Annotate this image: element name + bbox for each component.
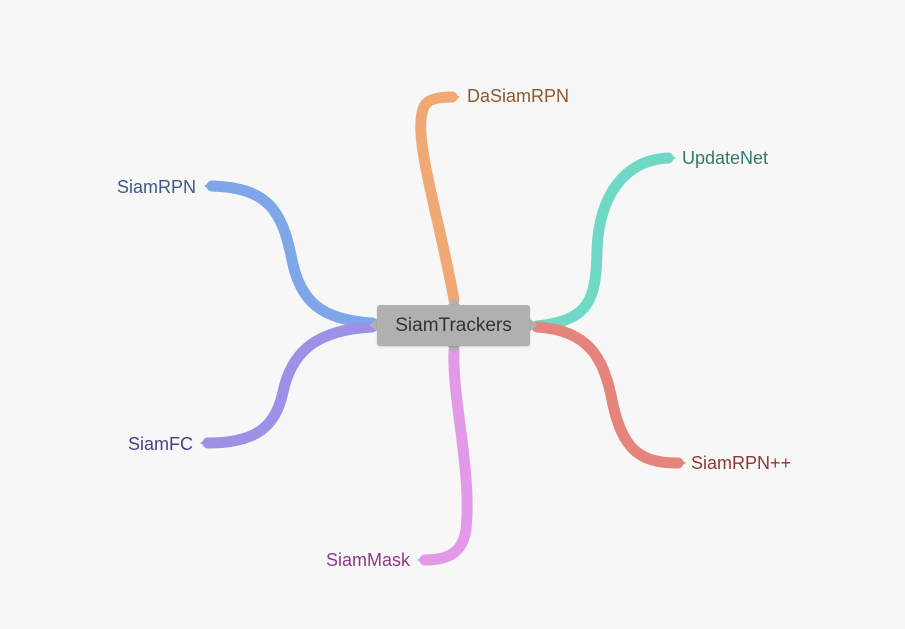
branch-label-siammask[interactable]: SiamMask [326,550,411,570]
branch-line-dasiamrpn [415,91,460,306]
branch-line-siamfc [202,321,378,449]
branch-dasiamrpn[interactable]: DaSiamRPN [415,86,569,306]
branch-siamrpn[interactable]: SiamRPN [117,177,378,329]
branch-tip-updatenet [668,153,676,163]
branch-siamrpnpp[interactable]: SiamRPN++ [531,321,791,473]
root-node[interactable]: SiamTrackers [377,305,530,346]
branch-line-siamrpn [206,180,378,329]
branch-label-dasiamrpn[interactable]: DaSiamRPN [467,86,569,106]
root-notch-2 [448,297,460,305]
branch-siamfc[interactable]: SiamFC [128,321,378,454]
branch-updatenet[interactable]: UpdateNet [531,148,768,332]
root-notch-1 [530,319,538,331]
branch-line-siamrpnpp [531,321,684,469]
branch-label-siamfc[interactable]: SiamFC [128,434,193,454]
branch-tip-siammask [417,555,425,565]
branch-tip-siamrpn [204,181,212,191]
branch-line-siammask [419,344,473,566]
branch-label-siamrpnpp[interactable]: SiamRPN++ [691,453,791,473]
branch-line-updatenet [531,152,674,332]
root-notch-0 [369,319,377,331]
branch-label-siamrpn[interactable]: SiamRPN [117,177,196,197]
branch-tip-dasiamrpn [452,92,460,102]
branch-tip-siamrpnpp [678,458,686,468]
branch-siammask[interactable]: SiamMask [326,344,473,570]
branch-label-updatenet[interactable]: UpdateNet [682,148,768,168]
root-notch-3 [448,346,460,354]
root-label: SiamTrackers [395,314,512,336]
branch-tip-siamfc [200,438,208,448]
